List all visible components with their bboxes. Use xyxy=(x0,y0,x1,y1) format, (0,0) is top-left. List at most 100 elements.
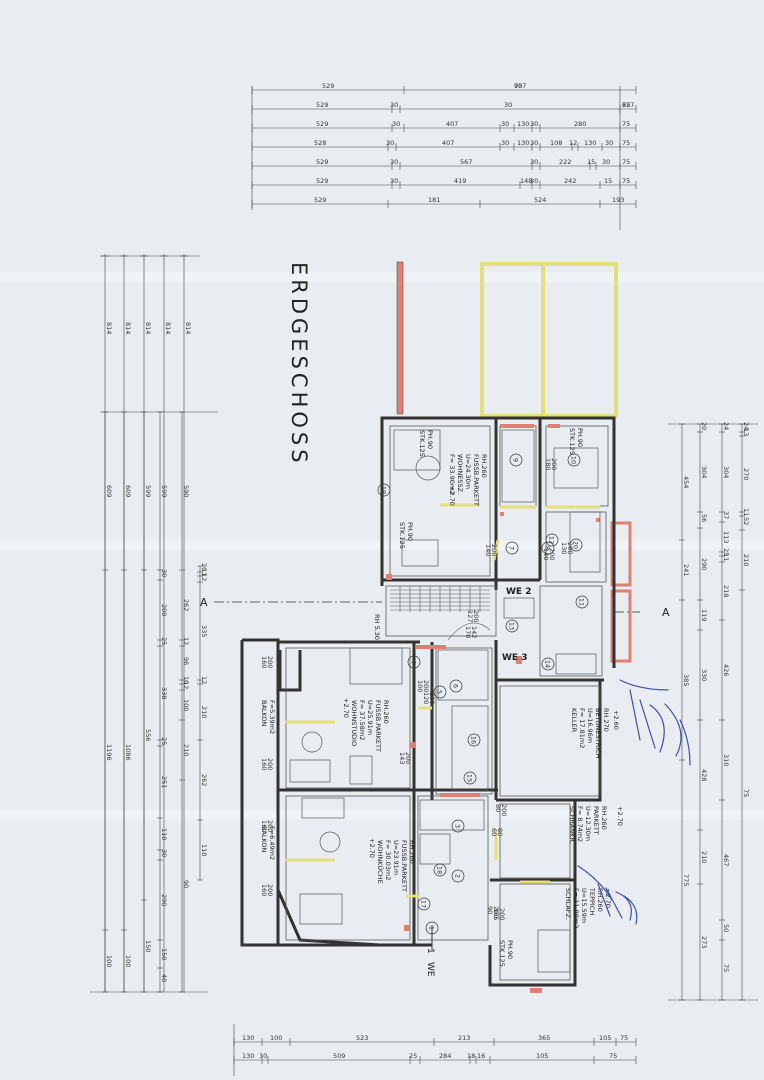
dimension-label: 304 xyxy=(700,466,708,478)
dimension-label: 556 xyxy=(144,729,152,741)
door-dimension-label: 80 xyxy=(494,804,502,812)
wall-marker-east-lower xyxy=(610,589,632,663)
dimension-label: 30 xyxy=(501,120,509,128)
dimension-label: 75 xyxy=(622,120,630,128)
door-dimension-label: 127 xyxy=(466,610,474,622)
boundary-wall-marker xyxy=(396,261,404,415)
door-dimension-label: 200 xyxy=(404,752,412,764)
left-dimension-block xyxy=(90,254,218,993)
dimension-label: 30 xyxy=(530,158,538,166)
door-dimension-label: 180 xyxy=(544,458,552,470)
dimension-label: 407 xyxy=(442,139,454,147)
door-dimension-label: 200 xyxy=(472,610,480,622)
dimension-label: 130 xyxy=(517,120,529,128)
dimension-label: 407 xyxy=(446,120,458,128)
dimension-label: 30 xyxy=(160,849,168,857)
dimension-label: 12 xyxy=(200,573,208,581)
dimension-label: 50 xyxy=(722,924,730,932)
door-highlights xyxy=(285,503,600,898)
room-perimeter: U=24.30m xyxy=(464,454,472,489)
door-dimension-label: 130 xyxy=(560,542,568,554)
room-height: RH.260 xyxy=(382,700,390,724)
door-dimension-label: 170 xyxy=(464,626,472,638)
dimension-label: 30 xyxy=(605,139,613,147)
room-level: +2.70 xyxy=(448,486,456,506)
we3-label: WE 3 xyxy=(502,653,527,663)
ph-value: PH.90 xyxy=(426,430,434,449)
dimension-label: 310 xyxy=(722,754,730,766)
dimension-label: 241 xyxy=(682,564,690,576)
room-number-marker: 8 xyxy=(541,541,555,555)
room-number-marker: 9 xyxy=(509,453,523,467)
dimension-label: 110 xyxy=(200,844,208,856)
room-perimeter: U=15.59m xyxy=(580,888,588,923)
stk-label-4: STK.125 PH.90 xyxy=(498,940,514,967)
door-dimension-label: 105 xyxy=(492,908,500,920)
room-balkon-1: BALKON F=5.39m2 xyxy=(260,700,276,734)
dimension-label: 262 xyxy=(200,774,208,786)
room-level: +2.70 xyxy=(604,888,612,908)
room-area: F= 17.81m2 xyxy=(578,708,586,748)
rh-label: RH 5.30 xyxy=(373,614,381,640)
room-number-marker: 7 xyxy=(505,541,519,555)
dimension-label: 18 xyxy=(467,1052,475,1060)
room-number: 5 xyxy=(436,690,444,694)
room-number: 16 xyxy=(470,736,478,744)
room-height: RH.260 xyxy=(408,840,416,864)
door-dimension-label: 200 xyxy=(266,884,274,896)
room-number-marker: 10 xyxy=(567,453,581,467)
room-area: F= 30.03m2 xyxy=(384,840,392,880)
dimension-label: 16 xyxy=(477,1052,485,1060)
room-number: 7 xyxy=(508,546,516,550)
ph-value: PH.90 xyxy=(506,940,514,959)
room-number: 18 xyxy=(436,866,444,874)
dimension-label: 30 xyxy=(390,158,398,166)
dimension-label: 222 xyxy=(559,158,571,166)
dimension-label: 100 xyxy=(105,955,113,967)
dimension-label: 609 xyxy=(124,485,132,497)
room-schrankr: SCHRANKR. F= 8.74m2 U=12.30m PARKETT RH.… xyxy=(568,806,624,844)
room-number-marker: 18 xyxy=(433,863,447,877)
dimension-label: 75 xyxy=(622,101,630,109)
dimension-label: 148 xyxy=(520,177,532,185)
dimension-label: 814 xyxy=(164,322,172,334)
door-dimension-label: 90 xyxy=(486,906,494,914)
room-height: RH.270 xyxy=(602,708,610,732)
room-number: 12 xyxy=(548,536,556,544)
dimension-label: 56 xyxy=(700,514,708,522)
handwritten-signature-lower xyxy=(577,865,638,925)
stk-value: STK.125 xyxy=(498,940,506,967)
door-dimension-label: 120 xyxy=(422,692,430,704)
room-name: WOHNKÜCHE xyxy=(376,840,385,884)
room-number-marker: 12 xyxy=(545,533,559,547)
room-height: RH.260 xyxy=(480,454,488,478)
door-red-marks xyxy=(386,424,600,993)
room-number-marker: 2 xyxy=(451,869,465,883)
section-mark-left: A xyxy=(200,596,208,609)
door-dimension-label: 140 xyxy=(542,548,550,560)
dimension-label: 30 xyxy=(392,120,400,128)
dimension-label: 150 xyxy=(160,948,168,960)
dimension-label: 30 xyxy=(530,177,538,185)
door-dimension-label: 100 xyxy=(416,680,424,692)
dimension-label: 242 xyxy=(564,177,576,185)
dimension-label: 599 xyxy=(160,485,168,497)
drawing-title: ERDGESCHOSS xyxy=(287,262,311,467)
dimension-label: 529 xyxy=(314,196,326,204)
furniture xyxy=(289,429,601,973)
room-number-marker: 15 xyxy=(463,771,477,785)
room-number-marker: 13 xyxy=(505,619,519,633)
dimension-label: 40 xyxy=(160,974,168,982)
dimension-label: 528 xyxy=(314,139,326,147)
dimension-label: 12 xyxy=(182,681,190,689)
dimension-label: 529 xyxy=(316,158,328,166)
dimension-label: 529 xyxy=(322,82,334,90)
stk-value: STK.125 xyxy=(568,428,576,455)
dimension-label: 100 xyxy=(270,1034,282,1042)
dimension-label: 130 xyxy=(242,1034,254,1042)
dimension-label: 30 xyxy=(390,101,398,109)
dimension-label: 907 xyxy=(514,82,526,90)
